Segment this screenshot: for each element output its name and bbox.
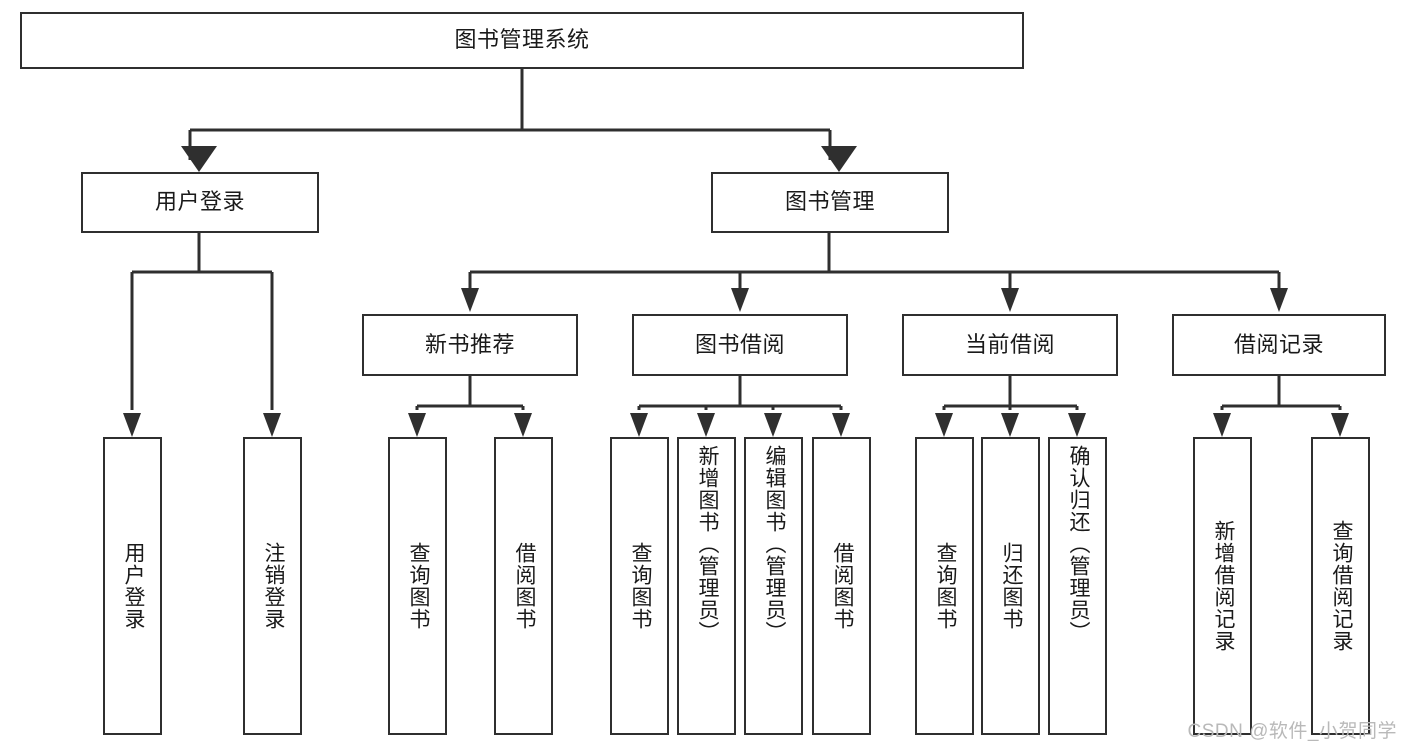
node-leaf-query-book-2[interactable]: 查询图书 <box>610 437 669 735</box>
node-root-label: 图书管理系统 <box>454 27 590 53</box>
arrowhead-leaf-query-book-3 <box>935 413 953 437</box>
arrowhead-leaf-confirm-return <box>1068 413 1086 437</box>
node-leaf-return-book-label: 归还图书 <box>999 542 1023 630</box>
arrowhead-user-login <box>181 146 217 172</box>
node-user-login-label: 用户登录 <box>154 189 245 215</box>
arrowhead-book-borrow <box>731 288 749 312</box>
node-new-book-recommend-label: 新书推荐 <box>424 331 515 357</box>
arrowhead-book-management <box>821 146 857 172</box>
node-book-borrow[interactable]: 图书借阅 <box>632 314 848 376</box>
node-leaf-add-book-label: 新增图书（管理员） <box>695 445 719 643</box>
node-leaf-return-book[interactable]: 归还图书 <box>981 437 1040 735</box>
node-leaf-query-book-2-label: 查询图书 <box>628 542 652 630</box>
arrowhead-borrow-record <box>1270 288 1288 312</box>
node-user-login[interactable]: 用户登录 <box>81 172 319 233</box>
node-leaf-query-borrow-record-label: 查询借阅记录 <box>1329 520 1353 652</box>
node-new-book-recommend[interactable]: 新书推荐 <box>362 314 578 376</box>
node-leaf-query-book-1[interactable]: 查询图书 <box>388 437 447 735</box>
node-leaf-user-login[interactable]: 用户登录 <box>103 437 162 735</box>
node-current-borrow[interactable]: 当前借阅 <box>902 314 1118 376</box>
node-leaf-edit-book[interactable]: 编辑图书（管理员） <box>744 437 803 735</box>
arrowhead-leaf-edit-book <box>764 413 782 437</box>
arrowhead-new-book-recommend <box>461 288 479 312</box>
arrowhead-leaf-query-book-1 <box>408 413 426 437</box>
node-book-management[interactable]: 图书管理 <box>711 172 949 233</box>
node-borrow-record-label: 借阅记录 <box>1233 331 1324 357</box>
arrowhead-current-borrow <box>1001 288 1019 312</box>
node-leaf-borrow-book-1-label: 借阅图书 <box>512 542 536 630</box>
node-leaf-borrow-book-2[interactable]: 借阅图书 <box>812 437 871 735</box>
arrowhead-leaf-query-book-2 <box>630 413 648 437</box>
node-current-borrow-label: 当前借阅 <box>964 331 1055 357</box>
arrowhead-leaf-user-login <box>123 413 141 437</box>
arrowhead-leaf-logout-login <box>263 413 281 437</box>
node-leaf-borrow-book-1[interactable]: 借阅图书 <box>494 437 553 735</box>
arrowhead-leaf-add-book <box>697 413 715 437</box>
node-leaf-confirm-return-label: 确认归还（管理员） <box>1066 445 1090 643</box>
node-borrow-record[interactable]: 借阅记录 <box>1172 314 1386 376</box>
node-leaf-confirm-return[interactable]: 确认归还（管理员） <box>1048 437 1107 735</box>
arrowhead-leaf-query-borrow-record <box>1331 413 1349 437</box>
node-leaf-query-book-3[interactable]: 查询图书 <box>915 437 974 735</box>
node-leaf-add-book[interactable]: 新增图书（管理员） <box>677 437 736 735</box>
node-leaf-logout-login[interactable]: 注销登录 <box>243 437 302 735</box>
node-book-borrow-label: 图书借阅 <box>694 331 785 357</box>
node-leaf-user-login-label: 用户登录 <box>121 542 145 630</box>
node-leaf-add-borrow-record[interactable]: 新增借阅记录 <box>1193 437 1252 735</box>
node-leaf-query-borrow-record[interactable]: 查询借阅记录 <box>1311 437 1370 735</box>
arrowhead-leaf-borrow-book-2 <box>832 413 850 437</box>
node-leaf-logout-login-label: 注销登录 <box>261 542 285 630</box>
node-leaf-borrow-book-2-label: 借阅图书 <box>830 542 854 630</box>
node-root[interactable]: 图书管理系统 <box>20 12 1024 69</box>
node-leaf-add-borrow-record-label: 新增借阅记录 <box>1211 520 1235 652</box>
csdn-watermark: CSDN @软件_小贺同学 <box>1187 721 1397 742</box>
arrowhead-leaf-return-book <box>1001 413 1019 437</box>
node-leaf-query-book-1-label: 查询图书 <box>406 542 430 630</box>
node-leaf-edit-book-label: 编辑图书（管理员） <box>762 445 786 643</box>
arrowhead-leaf-add-borrow-record <box>1213 413 1231 437</box>
arrowhead-leaf-borrow-book-1 <box>514 413 532 437</box>
node-leaf-query-book-3-label: 查询图书 <box>933 542 957 630</box>
node-book-management-label: 图书管理 <box>784 189 875 215</box>
arrowhead-group <box>123 146 1349 437</box>
